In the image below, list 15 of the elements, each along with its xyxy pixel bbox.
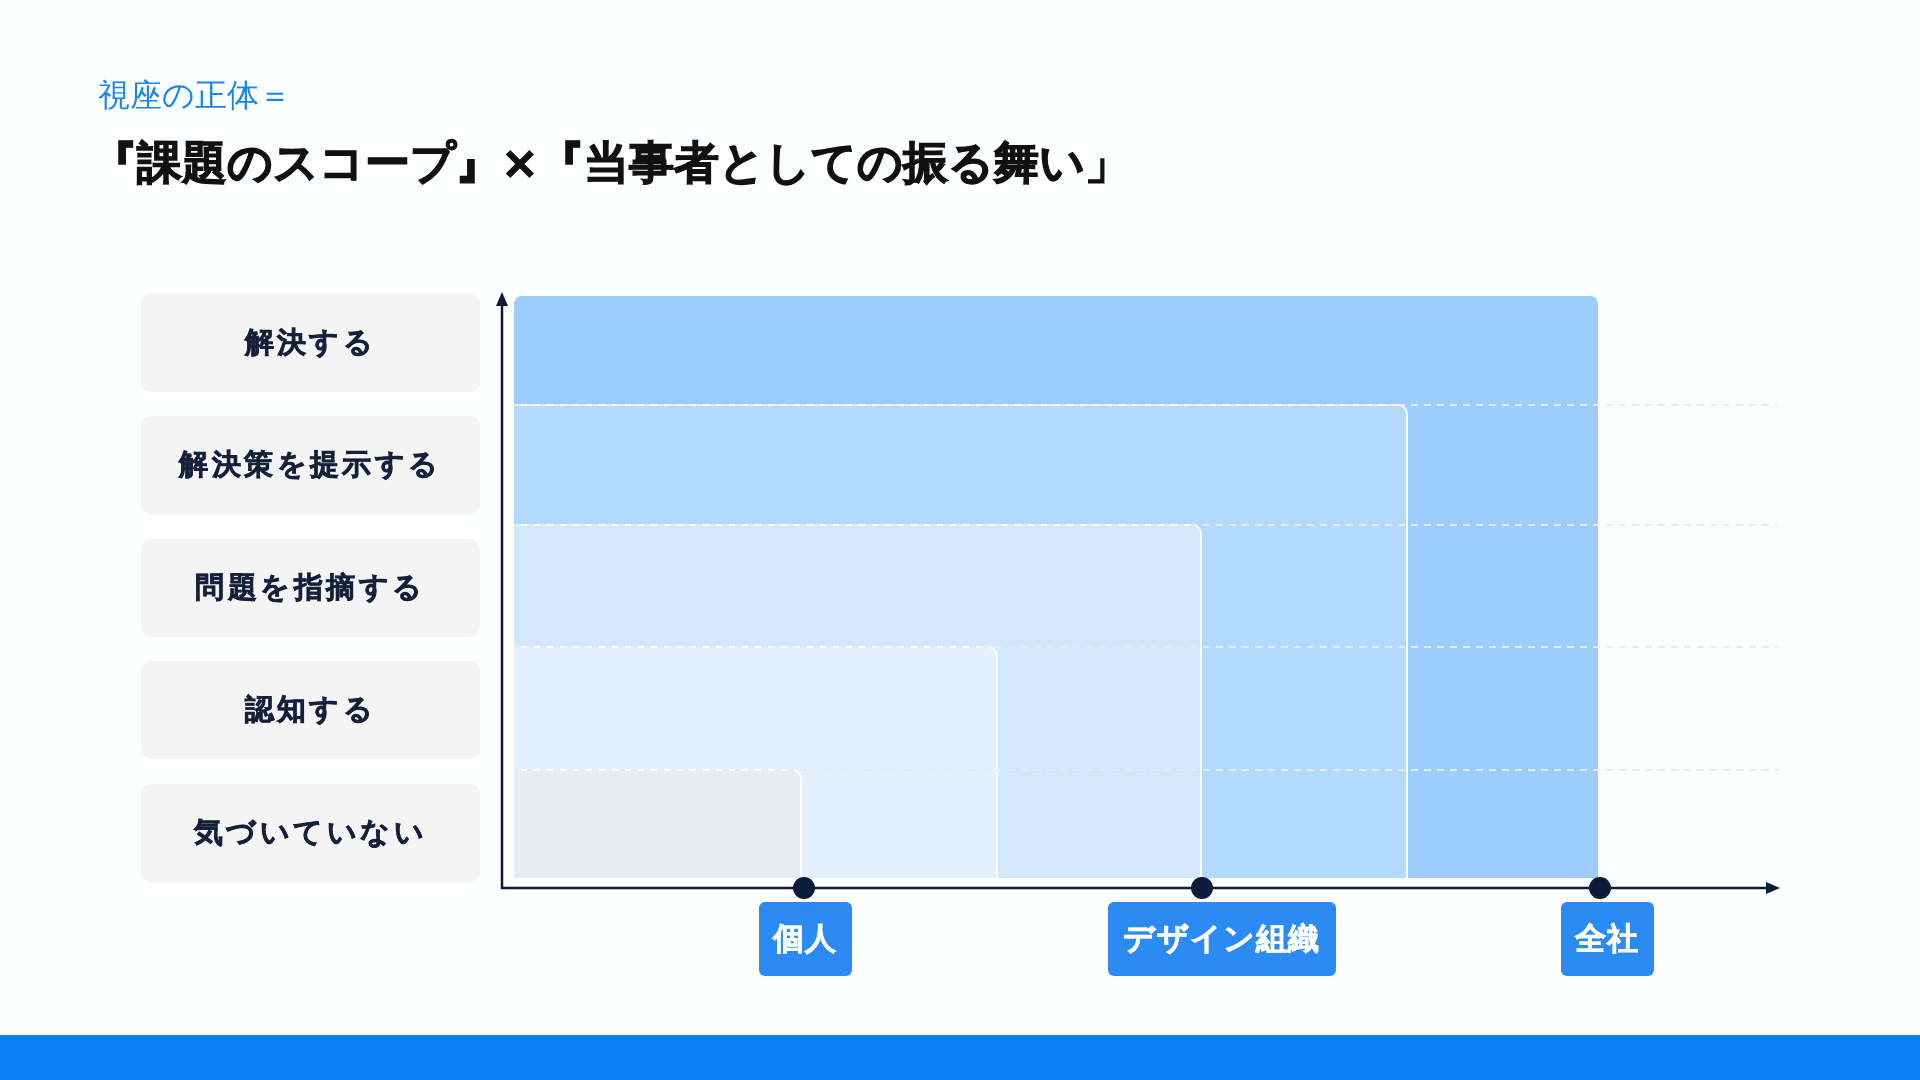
scope-area bbox=[514, 769, 802, 878]
scope-area bbox=[514, 296, 1598, 878]
scope-tag: 全社 bbox=[1561, 902, 1654, 976]
level-card: 認知する bbox=[141, 661, 480, 759]
scope-tag: デザイン組織 bbox=[1108, 902, 1336, 976]
scope-area bbox=[514, 646, 998, 878]
level-card: 解決する bbox=[141, 294, 480, 392]
level-card: 解決策を提示する bbox=[141, 416, 480, 514]
scope-tag: 個人 bbox=[759, 902, 852, 976]
level-card: 気づいていない bbox=[141, 784, 480, 882]
scope-area bbox=[514, 524, 1202, 878]
level-card: 問題を指摘する bbox=[141, 539, 480, 637]
scope-area bbox=[514, 404, 1408, 878]
slide-title: 『課題のスコープ』×『当事者としての振る舞い」 bbox=[92, 136, 1130, 190]
slide-subtitle: 視座の正体＝ bbox=[98, 76, 291, 115]
